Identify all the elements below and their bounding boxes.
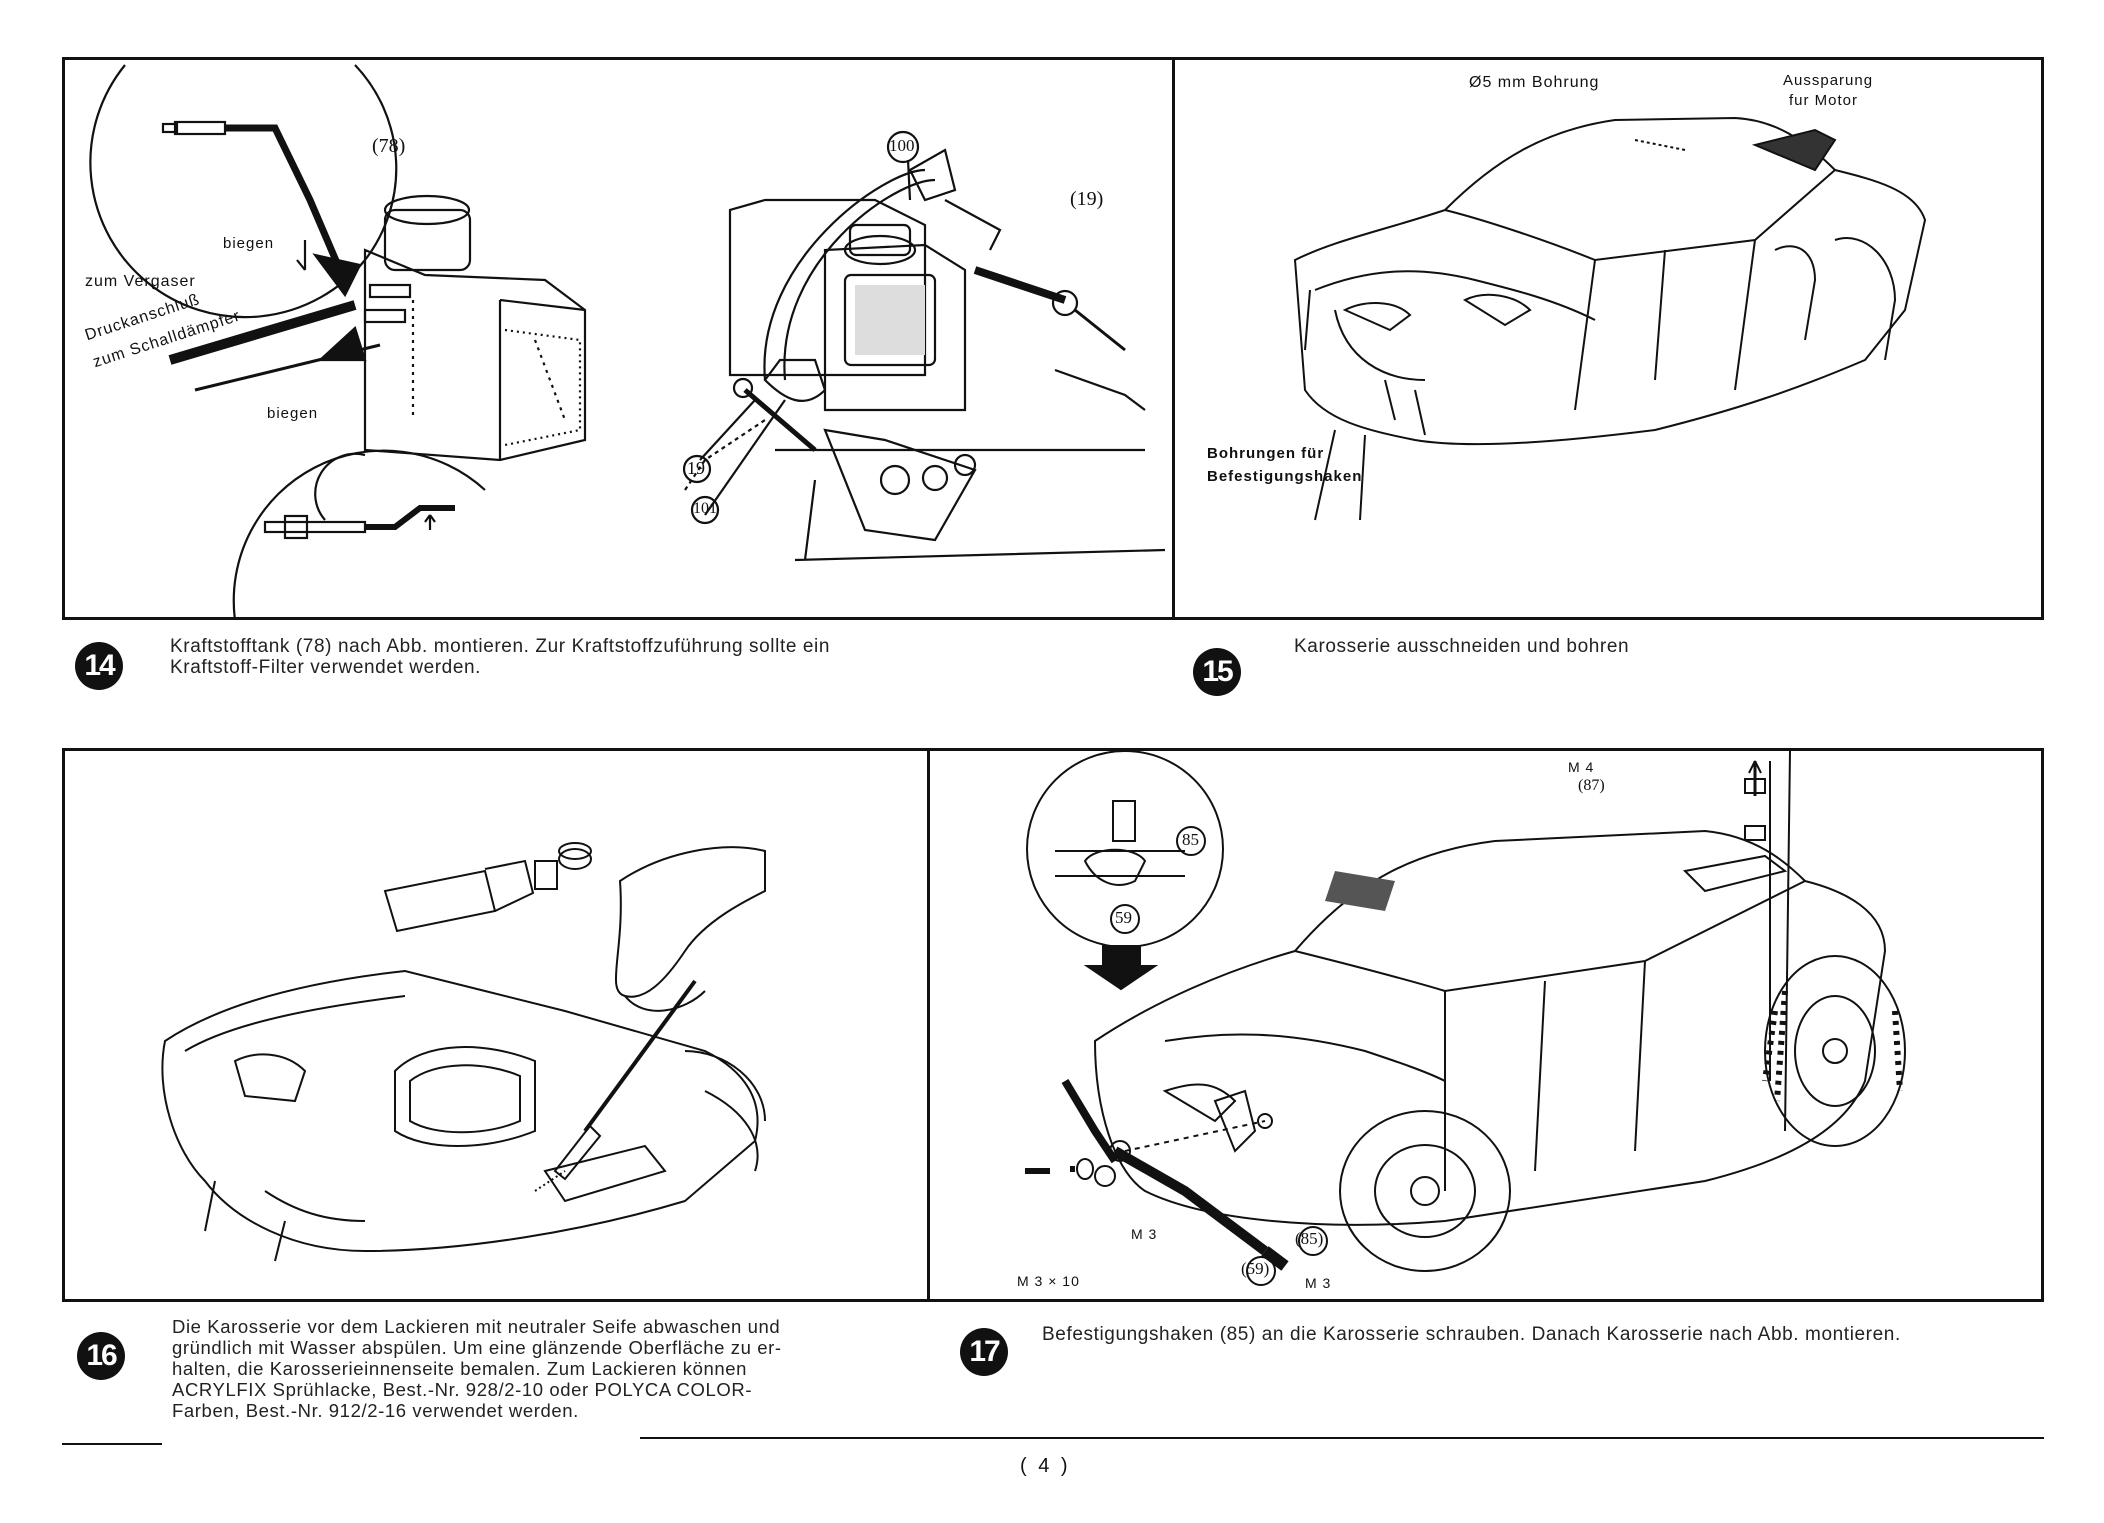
part-19-label-b: 19	[687, 458, 705, 478]
step17-body-mount-drawing	[1025, 751, 1906, 1286]
footer-rule-right	[640, 1437, 2044, 1439]
nut-m3-label-b: M 3	[1305, 1275, 1332, 1291]
footer-rule-left	[62, 1443, 162, 1445]
part-59-detail-label: 59	[1115, 908, 1132, 927]
caption-line: Befestigungshaken (85) an die Karosserie…	[1042, 1324, 1901, 1345]
drill-hole-label: Ø5 mm Bohrung	[1469, 74, 1600, 91]
step-14-badge: 14	[75, 642, 123, 690]
part-101-label: 101	[693, 500, 717, 517]
caption-line: halten, die Karosserieinnenseite bemalen…	[172, 1358, 748, 1379]
step14-fuel-tank-drawing	[89, 64, 1166, 617]
screw-m3x10-label: M 3 × 10	[1017, 1273, 1080, 1289]
mounting-hook-label: Befestigungshaken	[1207, 468, 1363, 485]
part-85-label: (85)	[1295, 1229, 1324, 1248]
step-16-badge: 16	[77, 1332, 125, 1380]
top-illustration-panel: biegen zum Vergaser Druckanschluß zum Sc…	[62, 57, 2044, 620]
step-17-caption: Befestigungshaken (85) an die Karosserie…	[1042, 1324, 1901, 1345]
step-17-badge: 17	[960, 1328, 1008, 1376]
engine-cutout-label: Aussparung	[1783, 72, 1874, 89]
page-number: ( 4 )	[1020, 1455, 1071, 1477]
caption-line: Karosserie ausschneiden und bohren	[1294, 636, 1630, 657]
caption-line: gründlich mit Wasser abspülen. Um eine g…	[172, 1337, 782, 1358]
carburetor-label: zum Vergaser	[85, 273, 196, 290]
caption-line: Farben, Best.-Nr. 912/2-16 verwendet wer…	[172, 1400, 579, 1421]
part-87-label: (87)	[1578, 777, 1605, 794]
panel-divider	[1172, 60, 1175, 617]
caption-line: Kraftstoff-Filter verwendet werden.	[170, 657, 482, 678]
step16-painting-drawing	[161, 842, 766, 1262]
part-59-label: (59)	[1241, 1259, 1270, 1278]
nut-m4-label: M 4	[1568, 759, 1595, 775]
caption-line: ACRYLFIX Sprühlacke, Best.-Nr. 928/2-10 …	[172, 1379, 753, 1400]
step-15-caption: Karosserie ausschneiden und bohren	[1294, 636, 1629, 657]
step15-car-body-drawing	[1293, 116, 1927, 521]
bend-label-bottom: biegen	[267, 405, 319, 422]
panel-divider	[927, 751, 930, 1299]
part-78-label: (78)	[372, 135, 406, 157]
bottom-illustration-panel: M 4 (87) 85 59 M 3 M 3 × 10 (59) (85) M …	[62, 748, 2044, 1302]
mounting-holes-label: Bohrungen für	[1207, 445, 1325, 462]
part-19-label-a: (19)	[1070, 188, 1104, 210]
part-100-label: 100	[889, 136, 915, 155]
caption-line: Kraftstofftank (78) nach Abb. montieren.…	[170, 636, 831, 657]
bend-label-top: biegen	[223, 235, 275, 252]
for-motor-label: fur Motor	[1789, 92, 1859, 109]
part-85-detail-label: 85	[1182, 830, 1199, 849]
step-15-badge: 15	[1193, 648, 1241, 696]
nut-m3-label-a: M 3	[1131, 1226, 1158, 1242]
step-16-caption: Die Karosserie vor dem Lackieren mit neu…	[172, 1316, 782, 1421]
step-14-caption: Kraftstofftank (78) nach Abb. montieren.…	[170, 636, 830, 678]
caption-line: Die Karosserie vor dem Lackieren mit neu…	[172, 1316, 781, 1337]
